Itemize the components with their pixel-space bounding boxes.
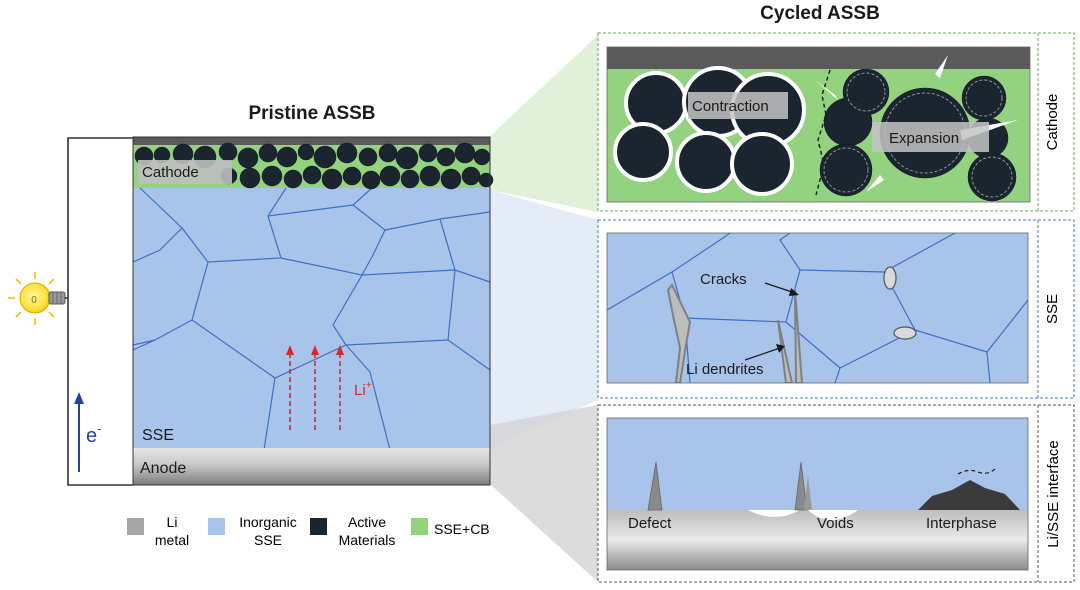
zoom-connectors (490, 35, 598, 582)
legend-label-active-materials-1: Active (348, 514, 386, 530)
legend-label-li-metal-2: metal (155, 532, 189, 548)
pristine-cell: Cathode SSE Anode Li+ (132, 136, 494, 486)
anode-label: Anode (140, 460, 186, 477)
defect-label: Defect (628, 515, 672, 532)
sse-grain-boundaries (132, 187, 491, 451)
panel-interface: Li/SSE interface Defect Voids Interphase (597, 404, 1075, 583)
li-ion-arrows (289, 352, 341, 430)
cathode-particles (134, 142, 494, 190)
cathode-label: Cathode (142, 164, 199, 181)
electron-arrow: e- (74, 392, 101, 472)
panel-cathode-side-label: Cathode (1044, 94, 1061, 151)
legend-label-li-metal-1: Li (167, 514, 178, 530)
legend-label-sse-cb: SSE+CB (434, 521, 490, 537)
pristine-title: Pristine ASSB (248, 103, 375, 124)
electron-label: e- (86, 421, 101, 447)
legend: Li metal Inorganic SSE Active Materials … (127, 514, 490, 548)
panel-interface-side-label: Li/SSE interface (1045, 440, 1062, 548)
legend-label-active-materials-2: Materials (339, 532, 396, 548)
li-dendrites-label: Li dendrites (686, 361, 764, 378)
interphase-label: Interphase (926, 515, 997, 532)
legend-swatch-inorganic-sse (208, 518, 225, 535)
panel-sse: SSE Cracks (597, 219, 1075, 399)
voids-label: Voids (817, 515, 854, 532)
external-circuit (67, 137, 133, 486)
light-bulb-icon: 0 (8, 272, 68, 325)
legend-swatch-sse-cb (411, 518, 428, 535)
contraction-label: Contraction (692, 98, 769, 115)
legend-label-inorganic-sse-1: Inorganic (239, 514, 297, 530)
legend-swatch-li-metal (127, 518, 144, 535)
sse-label: SSE (142, 427, 174, 444)
cycled-title: Cycled ASSB (760, 3, 880, 24)
li-ion-label: Li+ (354, 380, 372, 399)
expansion-label: Expansion (889, 130, 959, 147)
cracks-label: Cracks (700, 271, 747, 288)
bulb-label: 0 (31, 295, 37, 306)
panel-cathode: Cathode (597, 32, 1075, 212)
panel-sse-side-label: SSE (1044, 294, 1061, 324)
legend-label-inorganic-sse-2: SSE (254, 532, 282, 548)
legend-swatch-active-materials (310, 518, 327, 535)
